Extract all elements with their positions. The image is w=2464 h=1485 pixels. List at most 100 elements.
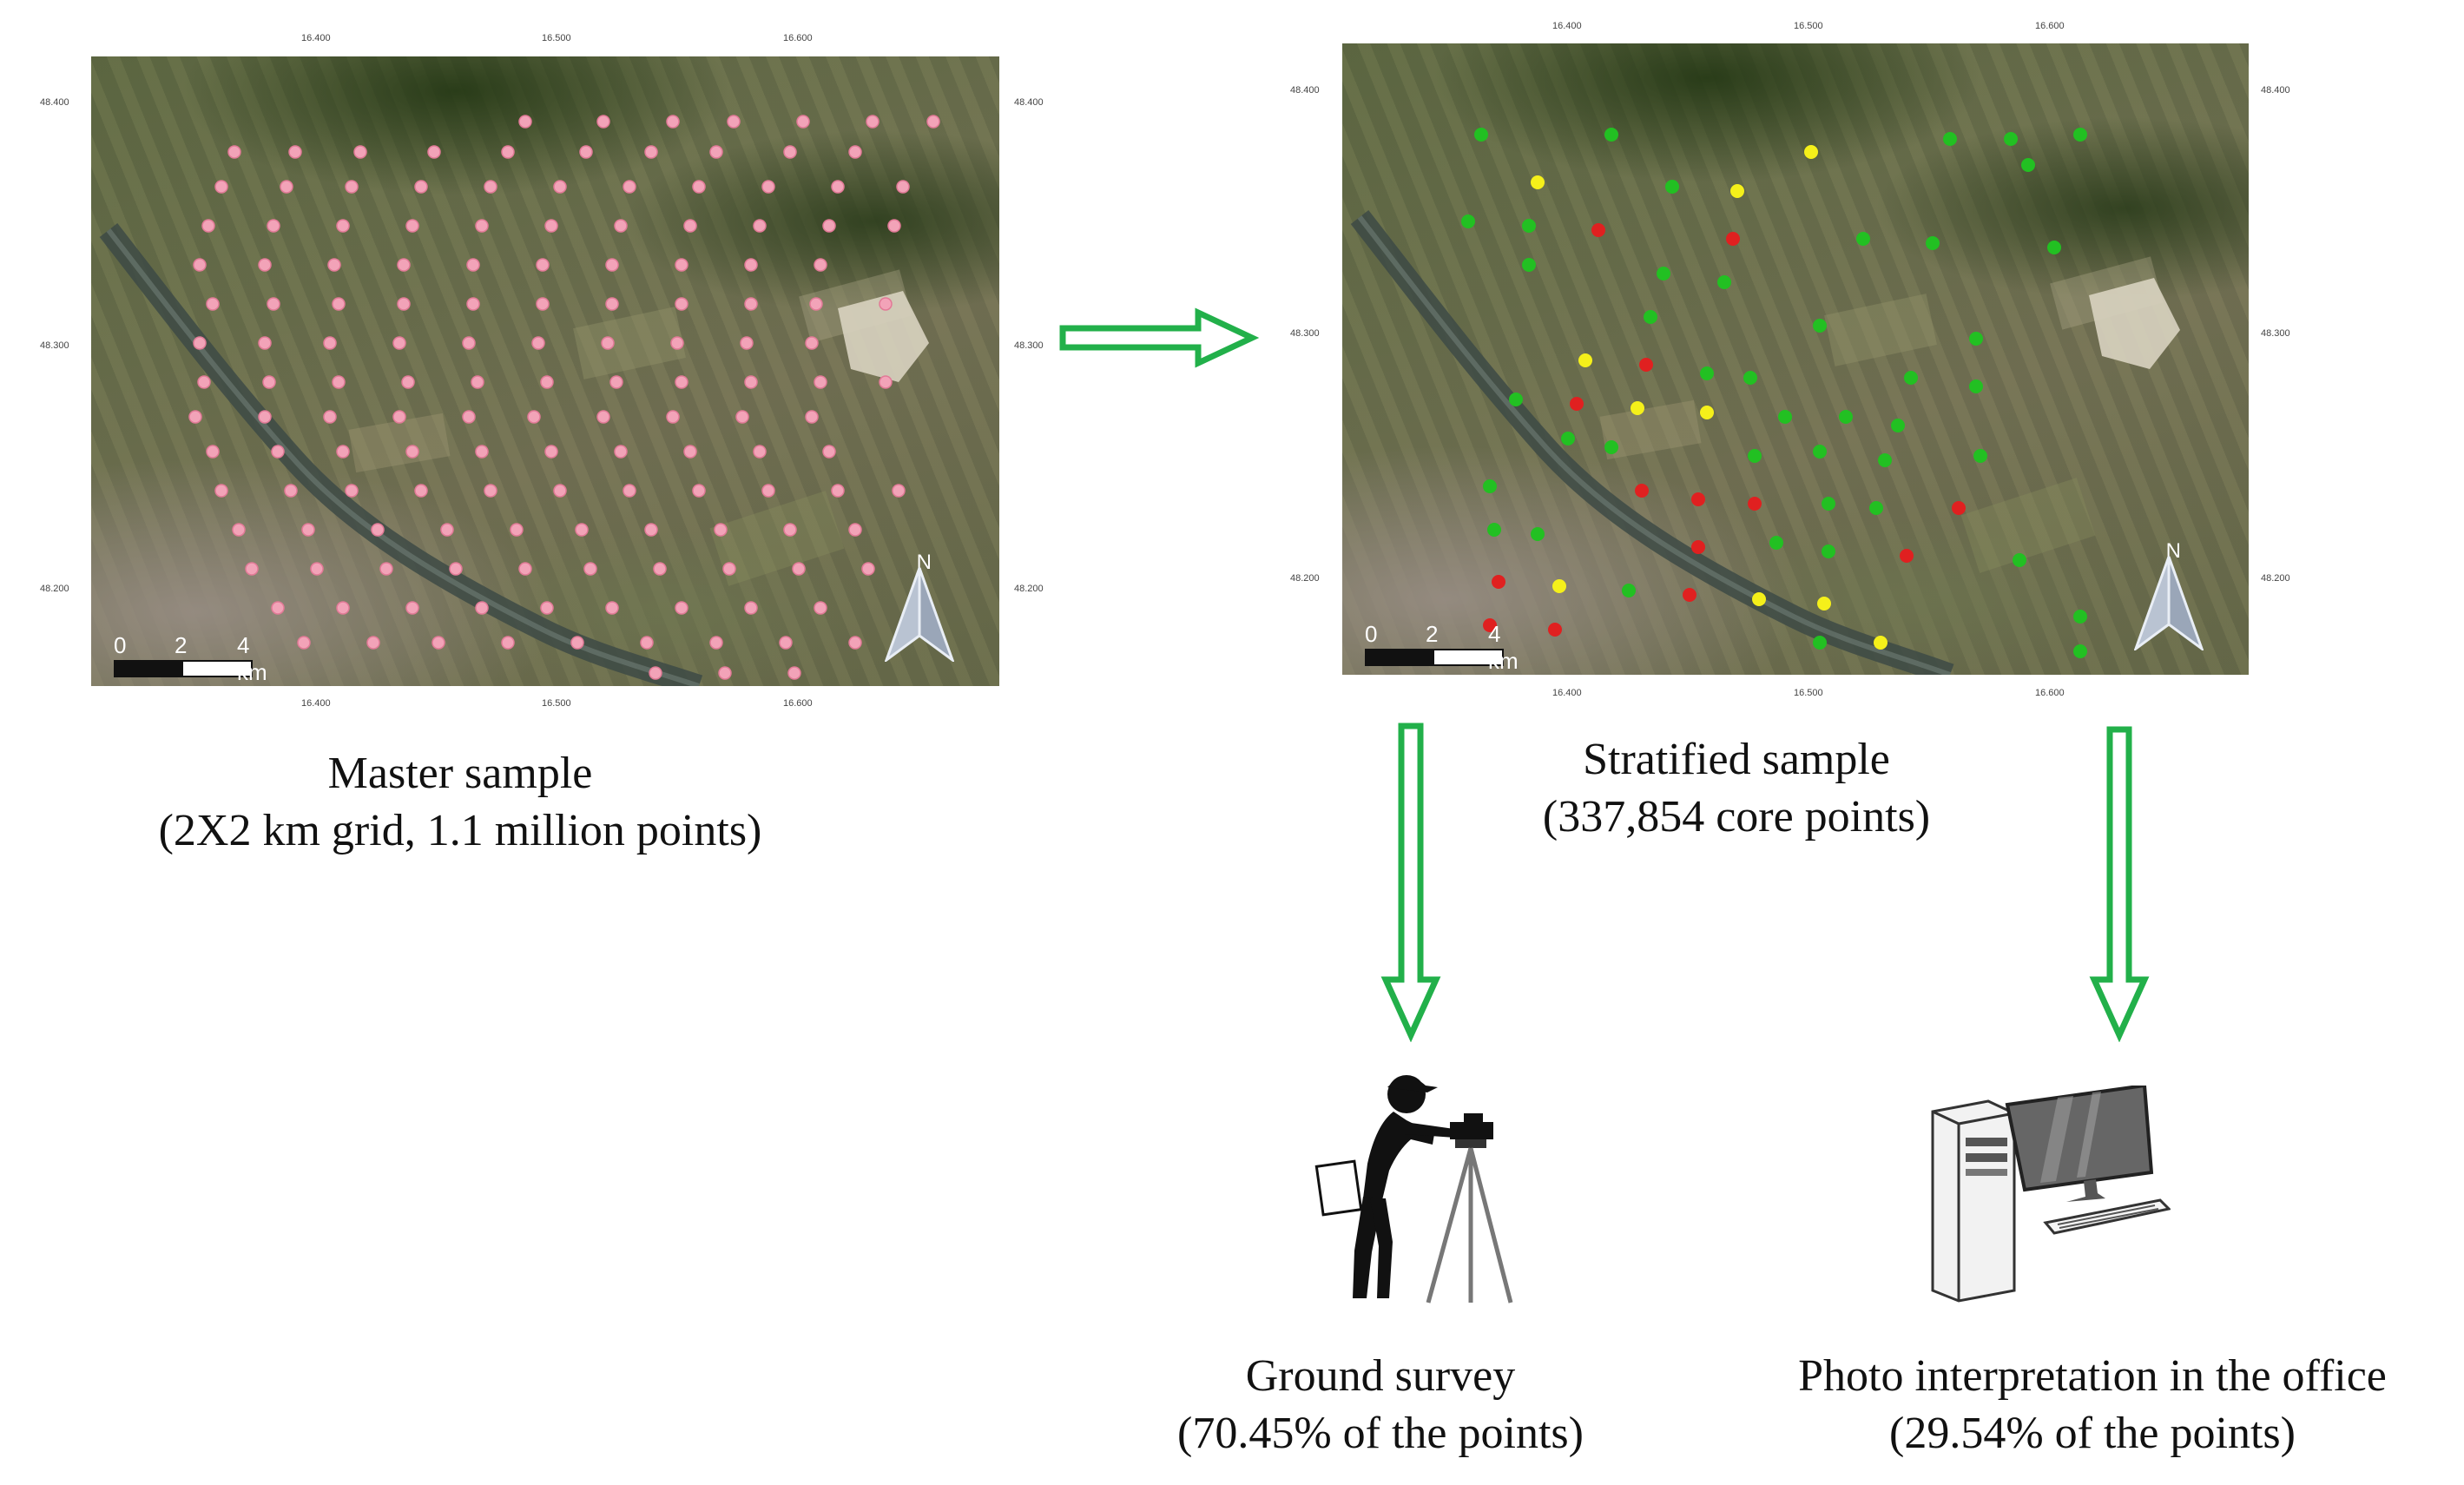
master-sample-point bbox=[814, 375, 827, 389]
stratified-sample-point bbox=[1817, 597, 1831, 610]
master-sample-point bbox=[471, 375, 484, 389]
stratified-sample-point bbox=[1461, 214, 1475, 228]
master-sample-point bbox=[787, 666, 801, 680]
master-sample-point bbox=[740, 336, 754, 350]
stratified-sample-point bbox=[1683, 588, 1696, 602]
master-sample-point bbox=[258, 336, 272, 350]
stratified-sample-point bbox=[1483, 618, 1497, 632]
master-sample-point bbox=[761, 180, 775, 194]
master-sample-point bbox=[848, 636, 862, 650]
master-sample-point bbox=[744, 258, 758, 272]
master-sample-point bbox=[583, 562, 597, 576]
master-sample-point bbox=[540, 375, 554, 389]
master-sample-point bbox=[887, 219, 901, 233]
stratified-caption-subtitle: (337,854 core points) bbox=[1542, 792, 1931, 842]
master-sample-point bbox=[544, 219, 558, 233]
ground-caption-title: Ground survey bbox=[1245, 1351, 1516, 1401]
map-a-right-tick-2: 48.300 bbox=[1014, 340, 1044, 351]
stratified-sample-point bbox=[1570, 397, 1584, 411]
stratified-sample-satellite-map: 0 2 4 km N bbox=[1342, 43, 2249, 675]
master-sample-point bbox=[258, 258, 272, 272]
ground-caption-subtitle: (70.45% of the points) bbox=[1177, 1409, 1584, 1458]
map-b-right-tick-2: 48.300 bbox=[2261, 328, 2290, 339]
master-sample-point bbox=[848, 145, 862, 159]
master-sample-point bbox=[848, 523, 862, 537]
stratified-map-scalebar: 0 2 4 km bbox=[1365, 621, 1519, 674]
map-a-bottom-tick-3: 16.600 bbox=[783, 698, 813, 709]
master-sample-point bbox=[735, 410, 749, 424]
stratified-sample-point bbox=[1748, 449, 1762, 463]
map-b-bottom-tick-1: 16.400 bbox=[1552, 688, 1582, 698]
master-sample-point bbox=[214, 484, 228, 498]
map-a-top-tick-3: 16.600 bbox=[783, 33, 813, 43]
stratified-sample-point bbox=[1769, 536, 1783, 550]
master-sample-point bbox=[197, 375, 211, 389]
surveyor-with-tripod-icon bbox=[1314, 1075, 1513, 1304]
stratified-sample-point bbox=[1874, 636, 1888, 650]
master-sample-point bbox=[332, 297, 346, 311]
stratified-sample-point bbox=[1474, 128, 1488, 142]
master-sample-point bbox=[605, 258, 619, 272]
master-sample-point bbox=[501, 636, 515, 650]
master-sample-point bbox=[831, 180, 845, 194]
master-sample-point bbox=[323, 410, 337, 424]
stratified-sample-point bbox=[1969, 380, 1983, 393]
stratified-sample-point bbox=[2047, 241, 2061, 254]
master-sample-point bbox=[280, 180, 293, 194]
master-sample-point bbox=[783, 523, 797, 537]
stratified-sample-point bbox=[1926, 236, 1940, 250]
stratified-sample-points bbox=[1461, 128, 2087, 658]
stratified-sample-point bbox=[1548, 623, 1562, 637]
master-sample-point bbox=[397, 258, 411, 272]
master-sample-point bbox=[353, 145, 367, 159]
master-sample-point bbox=[323, 336, 337, 350]
master-sample-point bbox=[427, 145, 441, 159]
scale-label-0: 0 bbox=[114, 632, 127, 658]
master-sample-point bbox=[227, 145, 241, 159]
scale-label-2: 2 bbox=[1426, 621, 1439, 647]
stratified-sample-point bbox=[1943, 132, 1957, 146]
stratified-sample-point bbox=[1856, 232, 1870, 246]
master-sample-point bbox=[414, 180, 428, 194]
master-sample-point bbox=[896, 180, 910, 194]
master-sample-point bbox=[267, 297, 280, 311]
map-a-left-tick-2: 48.300 bbox=[40, 340, 69, 351]
stratified-sample-point bbox=[1969, 332, 1983, 346]
master-sample-point bbox=[866, 115, 880, 129]
scale-label-0: 0 bbox=[1365, 621, 1378, 647]
stratified-sample-point bbox=[1839, 410, 1853, 424]
master-sample-point bbox=[666, 410, 680, 424]
stratified-sample-point bbox=[1743, 371, 1757, 385]
master-sample-point bbox=[692, 180, 706, 194]
stratified-sample-point bbox=[2073, 128, 2087, 142]
master-sample-point bbox=[609, 375, 623, 389]
master-sample-point bbox=[796, 115, 810, 129]
master-sample-point bbox=[744, 297, 758, 311]
master-sample-point bbox=[644, 145, 658, 159]
master-sample-point bbox=[466, 297, 480, 311]
master-sample-point bbox=[345, 484, 359, 498]
master-sample-point bbox=[245, 562, 259, 576]
master-sample-point bbox=[614, 219, 628, 233]
master-sample-point bbox=[397, 297, 411, 311]
office-caption-title: Photo interpretation in the office bbox=[1798, 1351, 2387, 1401]
stratified-sample-point bbox=[1487, 523, 1501, 537]
master-sample-point bbox=[432, 636, 445, 650]
right-arrow-icon bbox=[1059, 307, 1259, 368]
master-sample-point bbox=[501, 145, 515, 159]
stratified-sample-point bbox=[1635, 484, 1649, 498]
stratified-sample-point bbox=[2021, 158, 2035, 172]
master-sample-point bbox=[644, 523, 658, 537]
master-sample-point bbox=[301, 523, 315, 537]
master-sample-point bbox=[401, 375, 415, 389]
stratified-sample-point bbox=[1561, 432, 1575, 446]
stratified-sample-point bbox=[1522, 258, 1536, 272]
master-sample-point bbox=[510, 523, 524, 537]
master-sample-point bbox=[822, 219, 836, 233]
stratified-sample-point bbox=[1717, 275, 1731, 289]
stratified-sample-point bbox=[1509, 393, 1523, 406]
master-sample-point bbox=[605, 297, 619, 311]
master-sample-point bbox=[366, 636, 380, 650]
master-sample-point bbox=[727, 115, 741, 129]
stratified-sample-point bbox=[1691, 540, 1705, 554]
